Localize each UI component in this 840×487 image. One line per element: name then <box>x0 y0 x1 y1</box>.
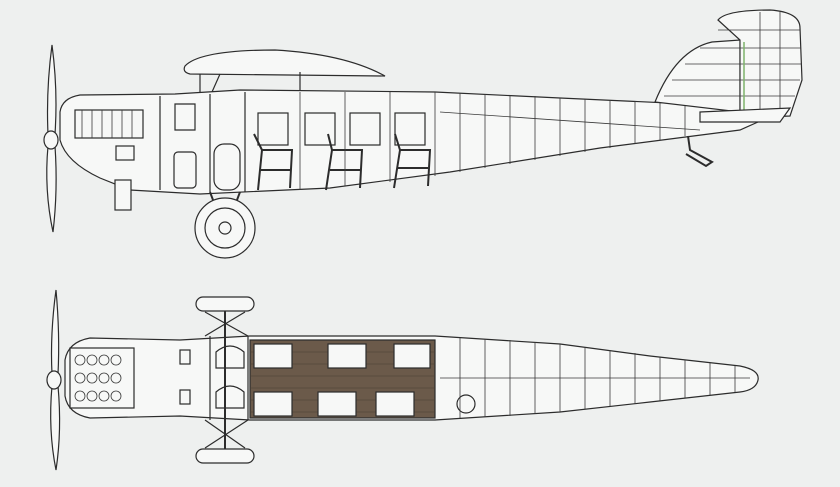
plan-frames <box>440 338 750 418</box>
side-engine <box>74 109 144 161</box>
tail-skid <box>685 135 714 168</box>
side-elevation <box>43 9 803 259</box>
upper-wing <box>183 49 386 77</box>
side-propeller <box>43 44 59 233</box>
radiator <box>114 179 132 211</box>
side-frames <box>299 92 701 190</box>
plan-view <box>46 289 759 471</box>
cockpit <box>159 92 246 192</box>
plan-cabin-windows <box>253 343 431 417</box>
rear-fixture <box>456 394 476 414</box>
plan-cockpit <box>209 336 249 420</box>
tail-fin <box>654 9 803 123</box>
plan-engine <box>69 347 135 409</box>
side-undercarriage <box>194 191 256 259</box>
plan-propeller <box>46 289 62 471</box>
plan-undercarriage <box>195 296 255 464</box>
